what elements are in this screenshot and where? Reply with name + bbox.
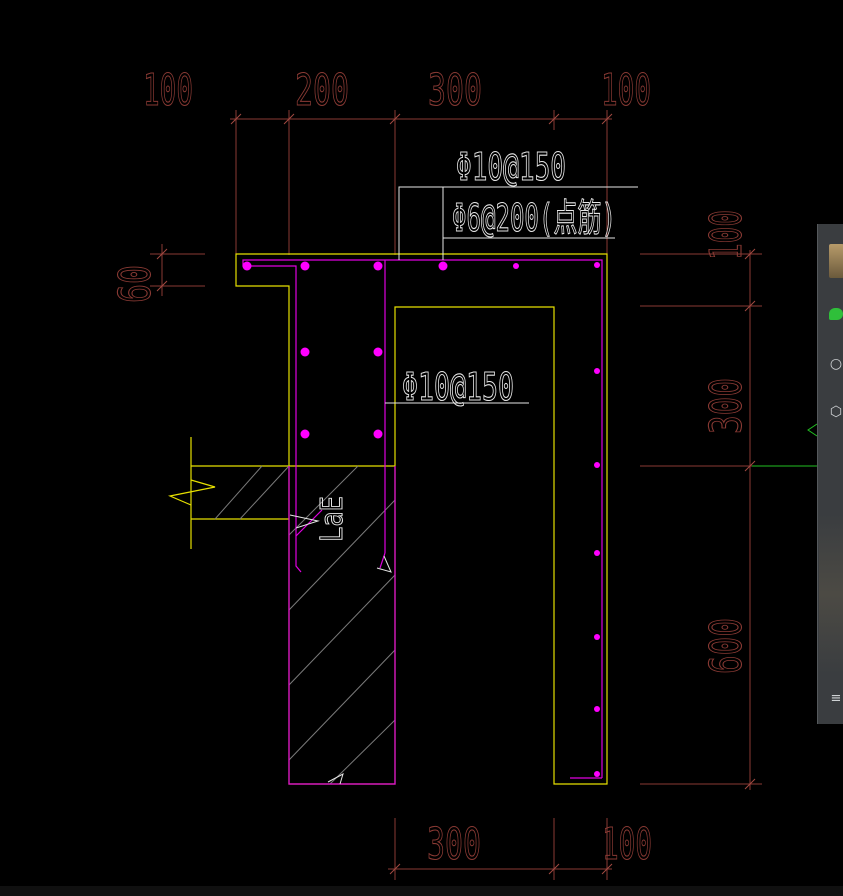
anchor-arrow-1 — [289, 514, 320, 529]
bottom-dimension-chain: 300 100 — [388, 818, 653, 880]
dim-top-4: 100 — [601, 65, 651, 116]
concrete-outline — [167, 253, 608, 785]
avatar[interactable] — [829, 244, 843, 278]
axis-arrow — [807, 423, 818, 437]
anchor-label: LaE — [315, 496, 350, 542]
bottom-strip — [0, 886, 843, 896]
right-dimension-chain: 100 300 600 — [640, 209, 762, 790]
box-icon[interactable]: ⬡ — [829, 404, 843, 420]
dim-bottom-1: 300 — [427, 819, 481, 870]
note-distribution-bar: Φ6@200(点筋) — [452, 196, 616, 240]
rebar-notes: Φ10@150 Φ6@200(点筋) Φ10@150 LaE — [315, 144, 638, 543]
panel-blurred-area — [819, 514, 843, 674]
dim-right-2: 300 — [701, 378, 752, 434]
menu-icon[interactable]: ≡ — [830, 690, 842, 706]
note-top-bar: Φ10@150 — [456, 145, 566, 189]
dim-top-3: 300 — [428, 65, 482, 116]
dim-left: 60 — [110, 265, 161, 303]
dim-bottom-2: 100 — [602, 819, 652, 870]
anchor-arrow-3 — [327, 772, 344, 785]
contacts-icon[interactable]: ○ — [829, 356, 843, 372]
column-hatch — [214, 465, 396, 785]
dim-right-3: 600 — [701, 618, 752, 674]
note-inner-bar: Φ10@150 — [402, 365, 514, 409]
dim-top-1: 100 — [143, 65, 193, 116]
chat-icon[interactable] — [828, 306, 843, 322]
anchor-arrow-2 — [376, 555, 392, 573]
top-dimension-chain: 100 200 300 100 — [142, 64, 652, 255]
side-panel: ○ ⬡ ≡ — [817, 224, 843, 724]
dim-top-2: 200 — [295, 65, 349, 116]
rebar-lines — [242, 259, 603, 785]
rebar-dots — [242, 261, 600, 777]
dim-right-1: 100 — [701, 210, 752, 260]
left-dimension: 60 — [109, 244, 205, 304]
